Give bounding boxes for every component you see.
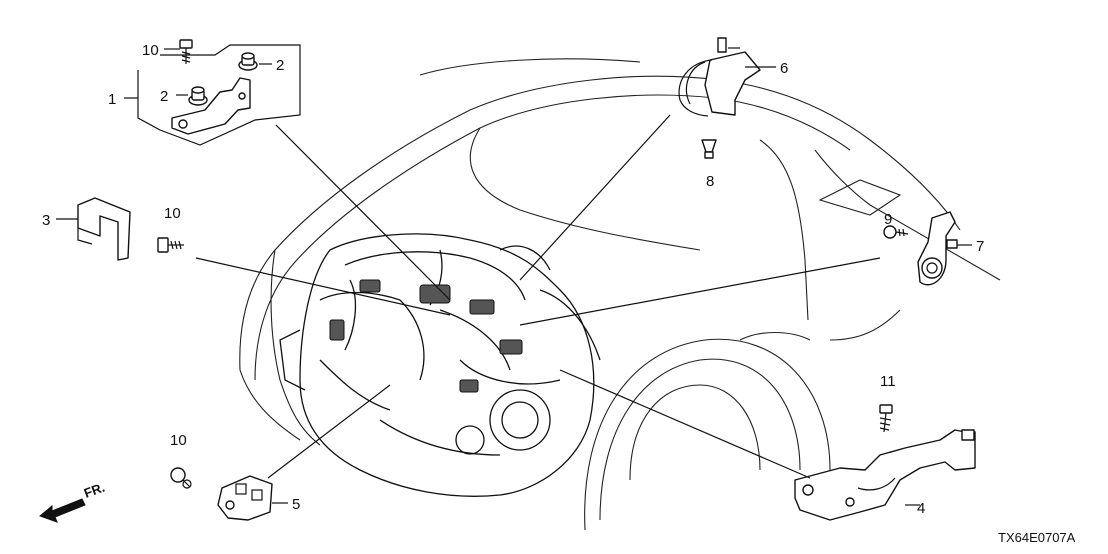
diagram-code: TX64E0707A [998,530,1076,545]
callout-10-middle: 10 [164,205,181,222]
part-1-group-bracket [137,44,301,146]
part-1-bracket [171,77,251,135]
part-6-harness-cover [678,37,761,117]
part-10-bolt-middle [157,237,184,253]
callout-9: 9 [884,211,892,228]
car-body-outline [239,58,1001,531]
callout-4: 4 [917,500,925,517]
part-8-clip [701,139,717,159]
callout-2-upper: 2 [276,57,284,74]
front-direction-arrow-icon [39,498,86,523]
part-3-bracket [77,197,131,261]
engine-harness-assembly [279,233,601,497]
callout-10-top: 10 [142,42,159,59]
part-9-bolt [883,225,909,239]
callout-3: 3 [42,212,50,229]
callout-8: 8 [706,173,714,190]
part-10-bolt-bottom [170,467,192,489]
callout-5: 5 [292,496,300,513]
callout-11: 11 [880,373,896,390]
part-11-bolt [879,404,893,433]
callout-1: 1 [108,91,116,108]
callout-10-bottom: 10 [170,432,187,449]
part-7-bracket [917,211,958,286]
part-2-grommet-lower [188,86,208,106]
leader-lines [56,48,972,506]
callout-7: 7 [976,238,984,255]
front-direction-label: FR. [82,480,107,501]
part-10-bolt-top [179,39,193,64]
callout-2-lower: 2 [160,88,168,105]
part-2-grommet-upper [238,52,258,71]
part-5-bracket [217,475,273,521]
part-4-bracket [794,429,976,521]
callout-6: 6 [780,60,788,77]
